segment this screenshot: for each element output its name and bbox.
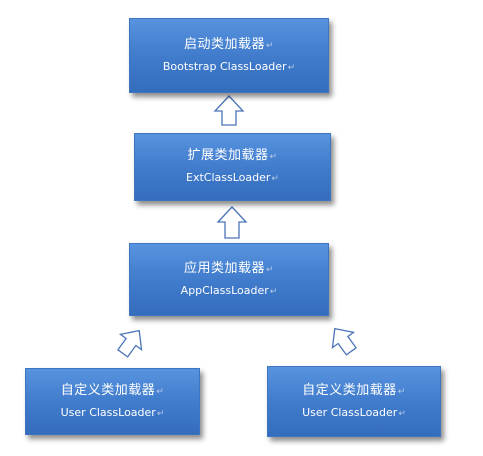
box-subtitle: User ClassLoader↵ — [302, 406, 406, 421]
box-title: 启动类加载器↵ — [184, 37, 274, 54]
user-left-subtitle: User ClassLoader — [60, 405, 156, 419]
ext-subtitle: ExtClassLoader — [186, 171, 271, 184]
paragraph-mark: ↵ — [397, 386, 406, 397]
user-left-title: 自定义类加载器 — [60, 382, 156, 398]
box-subtitle: ExtClassLoader↵ — [186, 171, 279, 186]
paragraph-mark: ↵ — [156, 386, 165, 397]
ext-classloader-box: 扩展类加载器↵ ExtClassLoader↵ — [134, 133, 331, 201]
paragraph-mark: ↵ — [269, 152, 278, 162]
bootstrap-classloader-box: 启动类加载器↵ Bootstrap ClassLoader↵ — [129, 18, 329, 93]
paragraph-mark: ↵ — [398, 408, 406, 419]
paragraph-mark: ↵ — [265, 40, 275, 51]
arrow-up-ext-to-bootstrap — [213, 95, 245, 126]
user-classloader-box-right: 自定义类加载器↵ User ClassLoader↵ — [267, 366, 441, 437]
app-title: 应用类加载器 — [183, 260, 265, 276]
bootstrap-title: 启动类加载器 — [183, 36, 265, 52]
box-subtitle: User ClassLoader↵ — [61, 406, 165, 421]
paragraph-mark: ↵ — [156, 408, 165, 419]
box-subtitle: AppClassLoader↵ — [181, 284, 278, 299]
box-title: 自定义类加载器↵ — [302, 383, 406, 400]
app-classloader-box: 应用类加载器↵ AppClassLoader↵ — [129, 243, 329, 316]
box-subtitle: Bootstrap ClassLoader↵ — [163, 60, 295, 75]
paragraph-mark: ↵ — [287, 62, 296, 73]
arrow-up-app-to-ext — [216, 206, 248, 239]
box-title: 扩展类加载器↵ — [187, 148, 277, 165]
paragraph-mark: ↵ — [265, 264, 275, 275]
arrow-diagonal-userright-to-app — [331, 327, 357, 356]
ext-title: 扩展类加载器 — [187, 148, 269, 163]
box-title: 自定义类加载器↵ — [61, 383, 165, 400]
user-classloader-box-left: 自定义类加载器↵ User ClassLoader↵ — [25, 368, 200, 435]
user-right-title: 自定义类加载器 — [302, 382, 397, 398]
paragraph-mark: ↵ — [271, 174, 279, 184]
app-subtitle: AppClassLoader — [180, 283, 269, 297]
paragraph-mark: ↵ — [269, 286, 278, 297]
bootstrap-subtitle: Bootstrap ClassLoader — [162, 59, 287, 73]
user-right-subtitle: User ClassLoader — [302, 405, 398, 419]
arrow-diagonal-userleft-to-app — [117, 329, 143, 358]
box-title: 应用类加载器↵ — [184, 261, 274, 278]
